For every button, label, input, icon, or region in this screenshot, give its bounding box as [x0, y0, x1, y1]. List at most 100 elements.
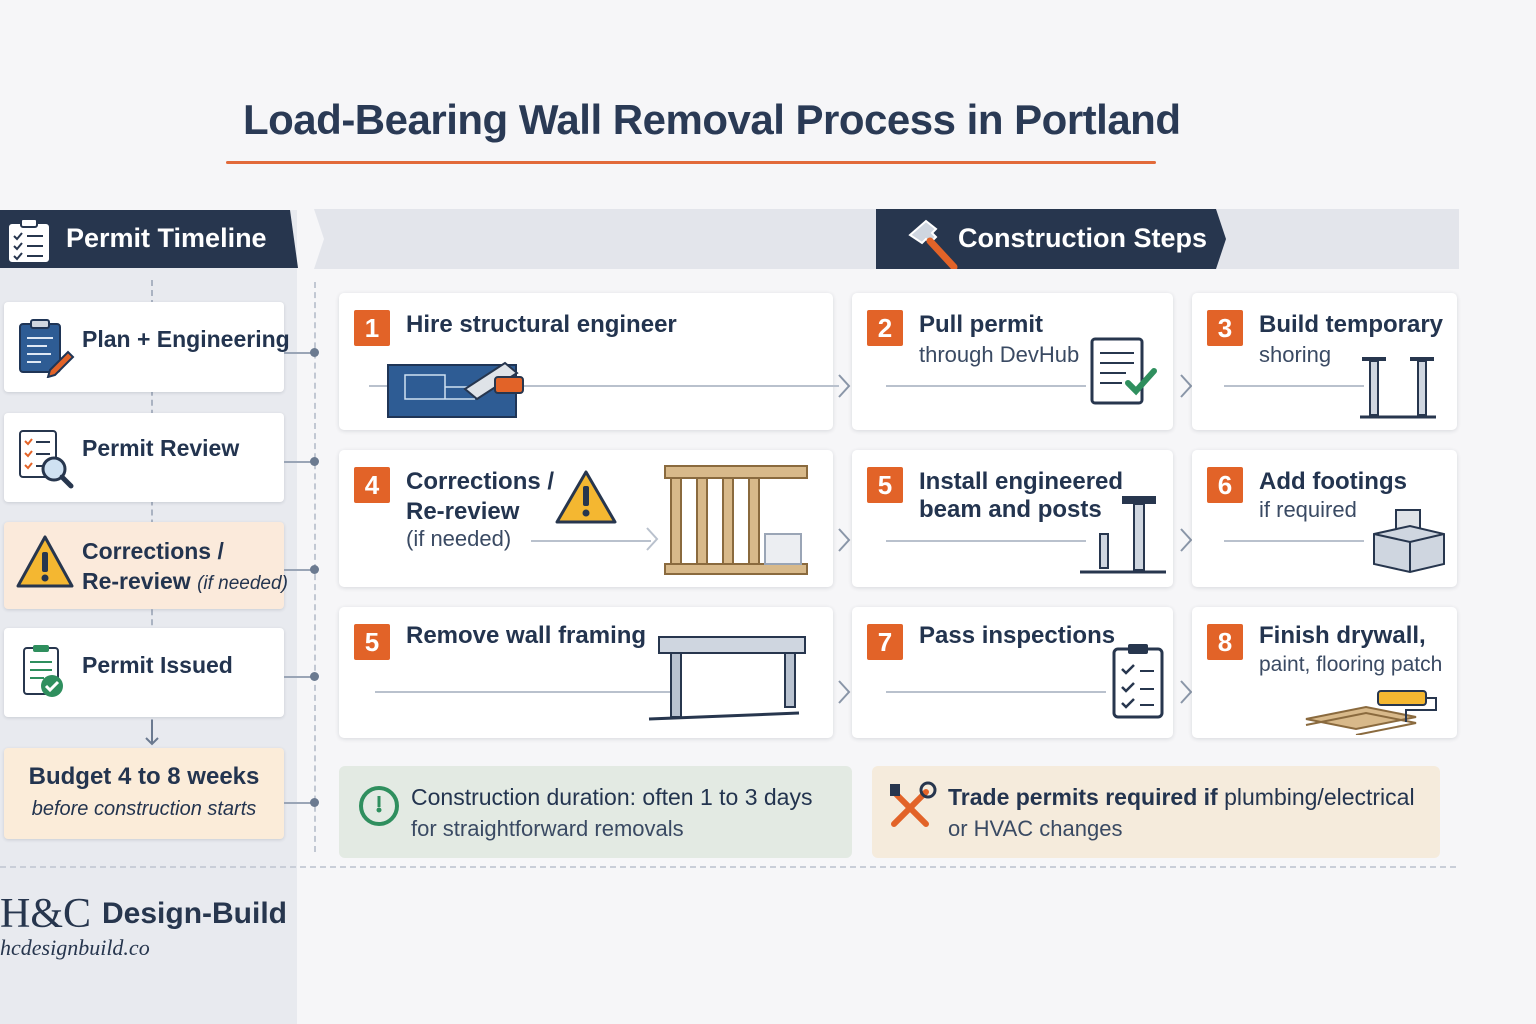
flow-line — [1224, 385, 1364, 387]
warning-icon — [555, 470, 617, 524]
step-card-7: 5 Remove wall framing — [339, 607, 833, 738]
step-title: Hire structural engineer — [406, 311, 677, 338]
step-subtitle: shoring — [1259, 342, 1332, 367]
flow-line — [1224, 540, 1364, 542]
arrow-right-icon — [1180, 680, 1193, 704]
step-title: Finish drywall, — [1259, 622, 1426, 649]
timeline-budget-card: Budget 4 to 8 weeks before construction … — [4, 748, 284, 839]
clipboard-check-icon — [23, 645, 63, 697]
checklist-magnifier-icon — [19, 430, 74, 489]
flow-line — [886, 540, 1086, 542]
flow-line — [886, 691, 1106, 693]
footing-block-icon — [1373, 509, 1445, 574]
warning-icon — [16, 535, 74, 588]
inspection-clipboard-icon — [1112, 644, 1164, 719]
step-title: Pull permit — [919, 311, 1044, 338]
timeline-connector — [284, 352, 312, 354]
timeline-dot — [310, 672, 319, 681]
flow-line — [369, 385, 839, 387]
step-subtitle: paint, flooring patch — [1259, 653, 1443, 676]
duration-subtext: for straightforward removals — [411, 816, 684, 841]
drywall-roller-icon — [1305, 690, 1437, 735]
step-number: 4 — [354, 467, 390, 503]
document-check-icon — [1090, 337, 1157, 405]
step-subtitle: through DevHub — [919, 342, 1080, 367]
step-number: 5 — [354, 624, 390, 660]
arrow-right-icon — [838, 374, 851, 398]
step-number: 7 — [867, 624, 903, 660]
timeline-line — [151, 280, 153, 735]
shoring-posts-icon — [1360, 357, 1436, 419]
timeline-dot — [310, 348, 319, 357]
permit-timeline-title: Permit Timeline — [66, 223, 267, 253]
arrow-right-icon — [838, 528, 851, 552]
step-number: 3 — [1207, 310, 1243, 346]
duration-text: Construction duration: often 1 to 3 days — [411, 784, 813, 810]
step-title: Add footings — [1259, 468, 1407, 495]
blueprint-icon — [387, 361, 524, 418]
step-title: Install engineered — [919, 468, 1124, 495]
brand-url: hcdesignbuild.co — [0, 935, 150, 960]
timeline-item-label: Corrections / — [82, 538, 224, 564]
step-title-line2: beam and posts — [919, 496, 1102, 523]
timeline-item-label: Permit Issued — [82, 652, 233, 678]
step-card-2: 2 Pull permit through DevHub — [852, 293, 1173, 430]
step-card-5: 5 Install engineered beam and posts — [852, 450, 1173, 587]
step-title: Remove wall framing — [406, 622, 647, 649]
timeline-connector — [284, 676, 312, 678]
step-number: 1 — [354, 310, 390, 346]
construction-steps-title: Construction Steps — [958, 223, 1208, 253]
checklist-icon — [7, 218, 51, 264]
title-underline — [226, 161, 1156, 164]
clipboard-pencil-icon — [19, 319, 75, 378]
timeline-connector — [284, 461, 312, 463]
step-title-line2: Re-review — [406, 498, 520, 525]
step-card-8: 7 Pass inspections — [852, 607, 1173, 738]
step-number: 2 — [867, 310, 903, 346]
timeline-item-label: Permit Review — [82, 435, 240, 461]
timeline-connector — [284, 569, 312, 571]
trade-permits-rest: plumbing/electrical — [1217, 784, 1415, 810]
step-title: Build temporary — [1259, 311, 1444, 338]
wall-framing-icon — [664, 465, 808, 575]
step-card-4: 4 Corrections / Re-review (if needed) — [339, 450, 833, 587]
step-title: Corrections / — [406, 468, 555, 495]
timeline-item-issued: Permit Issued — [4, 628, 284, 717]
step-card-6: 6 Add footings if required — [1192, 450, 1457, 587]
timeline-arrow-down-icon — [145, 720, 159, 746]
trade-permits-text: Trade permits required if plumbing/elect… — [948, 784, 1415, 811]
brand-name: Design-Build — [102, 897, 287, 930]
timeline-item-label-line2: Re-review (if needed) — [82, 568, 288, 595]
duration-note: Construction duration: often 1 to 3 days… — [339, 766, 852, 858]
flow-line — [886, 385, 1086, 387]
step-title: Pass inspections — [919, 622, 1116, 649]
timeline-item-review: Permit Review — [4, 413, 284, 502]
step-number: 8 — [1207, 624, 1243, 660]
step-card-1: 1 Hire structural engineer — [339, 293, 839, 430]
beam-shoring-icon — [648, 636, 806, 721]
timeline-item-plan: Plan + Engineering — [4, 302, 290, 392]
step-card-3: 3 Build temporary shoring — [1192, 293, 1457, 430]
timeline-item-label: Plan + Engineering — [82, 326, 290, 352]
trade-permits-bold: Trade permits required if — [948, 784, 1218, 810]
brand-logo: H&C — [0, 891, 92, 937]
trade-permits-subtext: or HVAC changes — [948, 816, 1123, 841]
arrow-right-icon — [646, 527, 659, 551]
timeline-item-label-main: Re-review — [82, 568, 191, 594]
tools-icon — [890, 781, 937, 827]
step-number: 5 — [867, 467, 903, 503]
page-title: Load-Bearing Wall Removal Process in Por… — [243, 96, 1181, 143]
timeline-dot — [310, 457, 319, 466]
flow-line — [531, 540, 651, 542]
beam-post-icon — [1080, 496, 1166, 574]
step-number: 6 — [1207, 467, 1243, 503]
arrow-right-icon — [1180, 528, 1193, 552]
clock-icon — [359, 786, 399, 826]
hammer-icon — [908, 219, 958, 269]
flow-line — [375, 691, 675, 693]
timeline-item-corrections: Corrections / Re-review (if needed) — [4, 522, 288, 609]
step-card-9: 8 Finish drywall, paint, flooring patch — [1192, 607, 1457, 738]
timeline-item-note: (if needed) — [197, 573, 288, 594]
step-subtitle: if required — [1259, 497, 1357, 522]
arrow-right-icon — [1180, 374, 1193, 398]
